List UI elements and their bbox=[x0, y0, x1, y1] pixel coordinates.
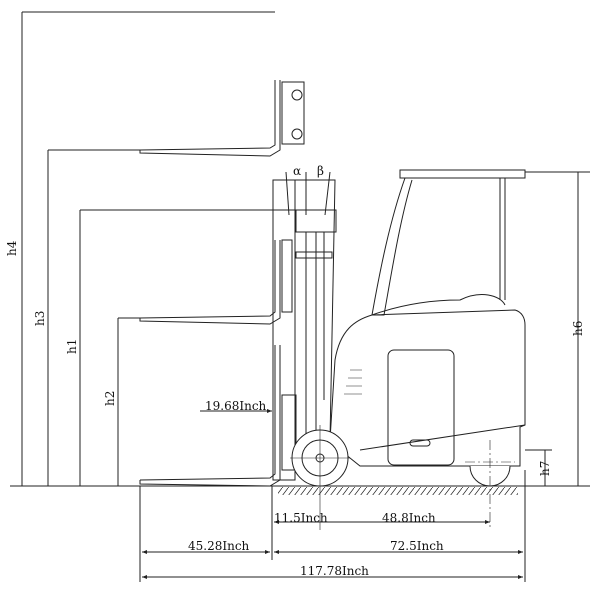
label-alpha: α bbox=[293, 164, 301, 178]
label-h1: h1 bbox=[65, 339, 79, 354]
height-dimensions bbox=[21, 11, 590, 486]
label-h4: h4 bbox=[5, 240, 19, 256]
rear-wheel bbox=[465, 440, 515, 530]
length-dimensions bbox=[139, 409, 526, 582]
label-beta: β bbox=[317, 164, 324, 178]
ground-hatch bbox=[278, 487, 518, 495]
mast bbox=[272, 171, 337, 483]
load-center-dimension: 19.68Inch bbox=[205, 399, 267, 413]
label-h3: h3 bbox=[33, 311, 47, 326]
label-h2: h2 bbox=[103, 391, 117, 406]
fork-length-dimension: 45.28Inch bbox=[188, 539, 250, 553]
label-h7: h7 bbox=[538, 461, 552, 476]
length-to-fork-face-dimension: 72.5Inch bbox=[390, 539, 444, 553]
label-h6: h6 bbox=[571, 321, 585, 336]
forks bbox=[48, 80, 305, 487]
truck-body bbox=[329, 169, 526, 467]
overall-length-dimension: 117.78Inch bbox=[300, 564, 369, 578]
front-wheel bbox=[290, 425, 350, 530]
front-overhang-dimension: 11.5Inch bbox=[274, 511, 328, 525]
wheelbase-dimension: 48.8Inch bbox=[382, 511, 436, 525]
